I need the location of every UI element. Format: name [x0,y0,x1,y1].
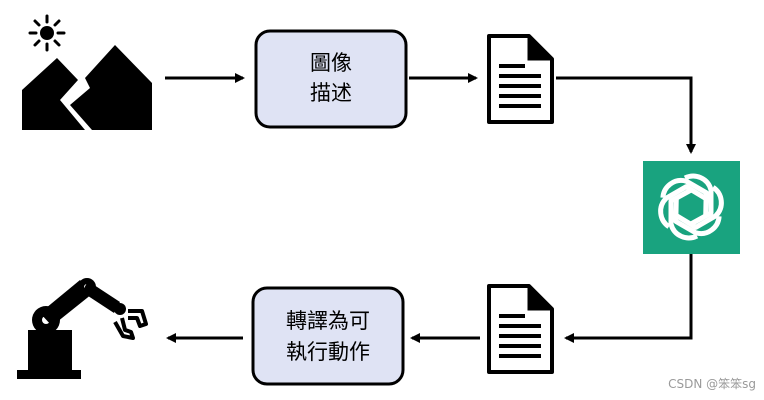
arrow-document-to-ai [556,76,696,154]
arrow-ai-to-document [564,254,693,343]
robot-arm-icon [17,278,148,379]
document-icon [487,284,554,374]
mountain-icon [22,45,152,130]
sun-icon [28,14,66,52]
translate-line-2: 執行動作 [286,340,370,364]
describe-line-1: 圖像 [310,51,352,75]
watermark: CSDN @笨笨sg [668,377,756,391]
translate-node: 轉譯為可 執行動作 [251,286,405,386]
translate-line-1: 轉譯為可 [286,309,370,333]
describe-line-2: 描述 [310,81,352,105]
document-icon [487,34,554,124]
describe-node: 圖像 描述 [254,29,408,129]
chatgpt-logo-icon [643,161,740,254]
